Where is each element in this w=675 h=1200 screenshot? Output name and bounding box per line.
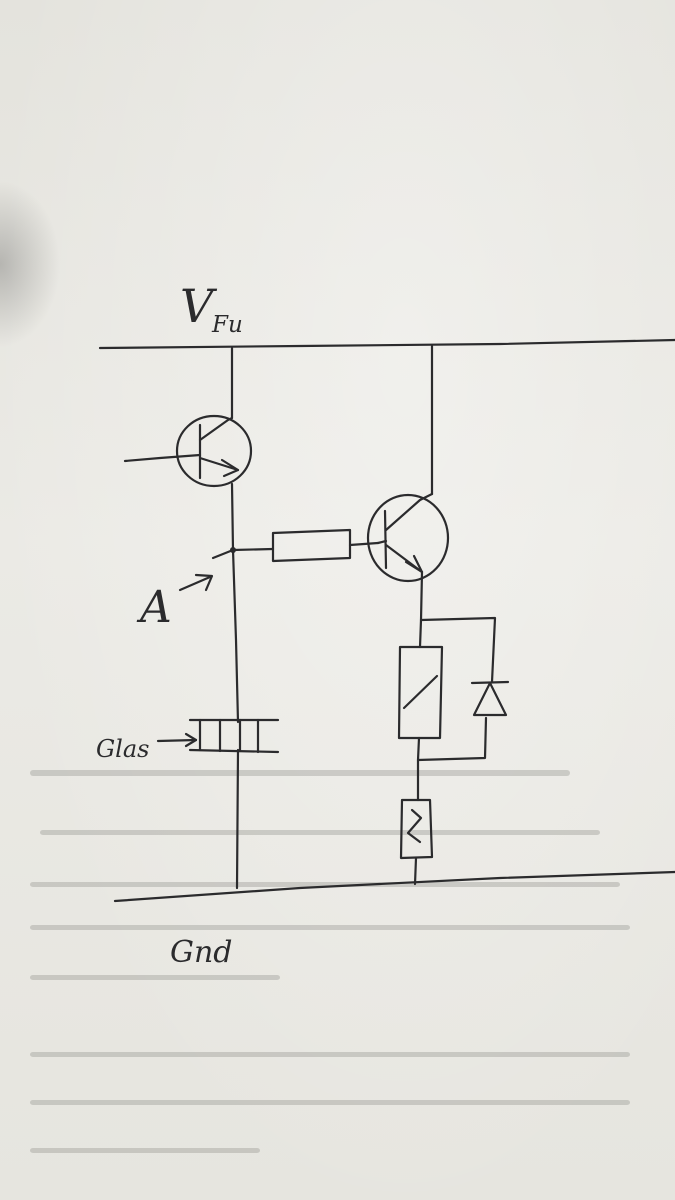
node-a-marker (178, 547, 236, 592)
transistor-q2 (366, 344, 450, 622)
gnd-label: Gnd (170, 935, 233, 970)
relay-contact (399, 758, 434, 886)
ground-rail (113, 870, 675, 903)
bleed-through-lines (30, 770, 630, 1153)
node-a-label: A (136, 582, 172, 633)
left-branch (230, 346, 240, 890)
component-glas (156, 718, 280, 754)
resistor-r1 (231, 528, 380, 563)
transistor-q1 (123, 414, 253, 488)
supply-label-main: V (180, 279, 218, 333)
supply-rail (98, 338, 675, 350)
component-label: Glas (96, 735, 149, 763)
flyback-diode (470, 680, 510, 717)
supply-label-subscript: Fu (211, 312, 243, 338)
supply-label: V (180, 279, 218, 333)
relay-coil (397, 616, 497, 762)
